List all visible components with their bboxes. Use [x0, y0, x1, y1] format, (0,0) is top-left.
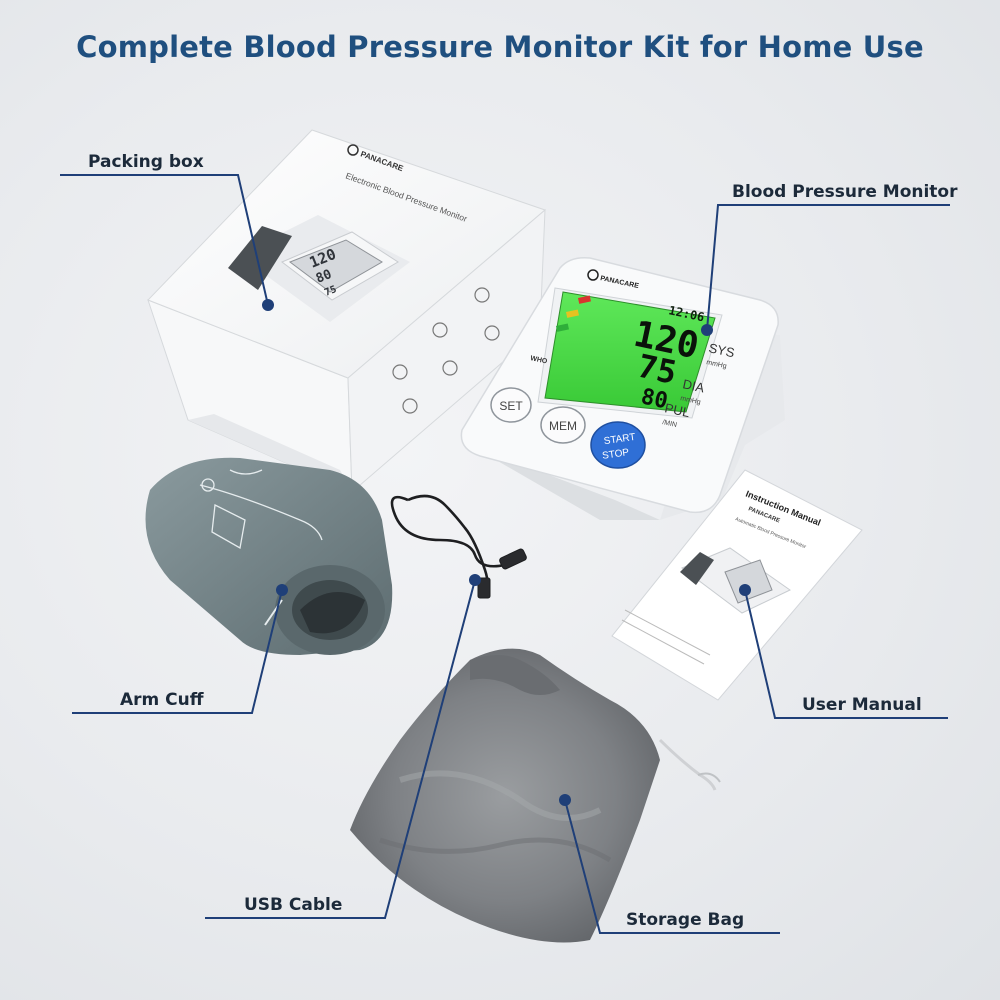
callout-line-user-manual: [744, 589, 948, 719]
blood-pressure-monitor: 12:06 120 75 80 SYS mmHg DIA mmHg PUL /M…: [460, 256, 785, 520]
callout-line-usb-cable: [205, 579, 476, 919]
mem-button[interactable]: MEM: [540, 406, 586, 444]
monitor-lcd: [544, 291, 716, 413]
lcd-dia-value: 75: [634, 347, 680, 392]
set-button-label: SET: [499, 399, 523, 413]
callout-arm-cuff: Arm Cuff: [120, 690, 204, 710]
box-display-pul: 75: [323, 284, 338, 299]
callout-user-manual: User Manual: [802, 695, 922, 715]
callout-line-arm-cuff: [72, 589, 283, 714]
callout-lines: [60, 174, 950, 934]
packing-box: 120 80 75 PANACARE Electronic Blood Pres…: [147, 129, 546, 494]
box-device-image: 120 80 75: [228, 215, 410, 322]
stop-label: STOP: [601, 447, 630, 462]
callout-storage-bag: Storage Bag: [626, 910, 745, 930]
callout-line-storage-bag: [564, 799, 780, 934]
box-brand-logo: [347, 144, 359, 156]
callout-line-monitor: [706, 204, 950, 331]
cuff-arm-illustration: [199, 469, 323, 550]
callout-usb-cable: USB Cable: [244, 895, 343, 915]
callout-dots: [262, 299, 751, 806]
sys-unit: mmHg: [706, 359, 728, 370]
user-manual: Instruction Manual PANACARE Automatic Bl…: [611, 469, 863, 701]
callout-line-packing-box: [60, 174, 269, 306]
dia-label: DIA: [681, 376, 706, 395]
dia-unit: mmHg: [680, 395, 702, 406]
arm-cuff: [145, 457, 393, 655]
box-display-dia: 80: [314, 267, 334, 287]
set-button[interactable]: SET: [490, 387, 532, 423]
sys-label: SYS: [707, 340, 736, 360]
callout-packing-box: Packing box: [88, 152, 204, 172]
pul-unit: /MIN: [662, 419, 678, 429]
page-title: Complete Blood Pressure Monitor Kit for …: [76, 30, 924, 64]
start-stop-button[interactable]: START STOP: [590, 421, 646, 469]
lcd-pul-value: 80: [639, 384, 670, 414]
usb-cable: [390, 494, 527, 599]
pul-label: PUL: [663, 400, 691, 420]
monitor-brand-logo: [587, 269, 599, 281]
callout-monitor: Blood Pressure Monitor: [732, 182, 958, 202]
who-label: WHO: [530, 355, 549, 366]
start-label: START: [603, 432, 636, 447]
box-feature-icons: [392, 287, 500, 414]
storage-bag: [350, 648, 721, 943]
mem-button-label: MEM: [549, 419, 577, 433]
